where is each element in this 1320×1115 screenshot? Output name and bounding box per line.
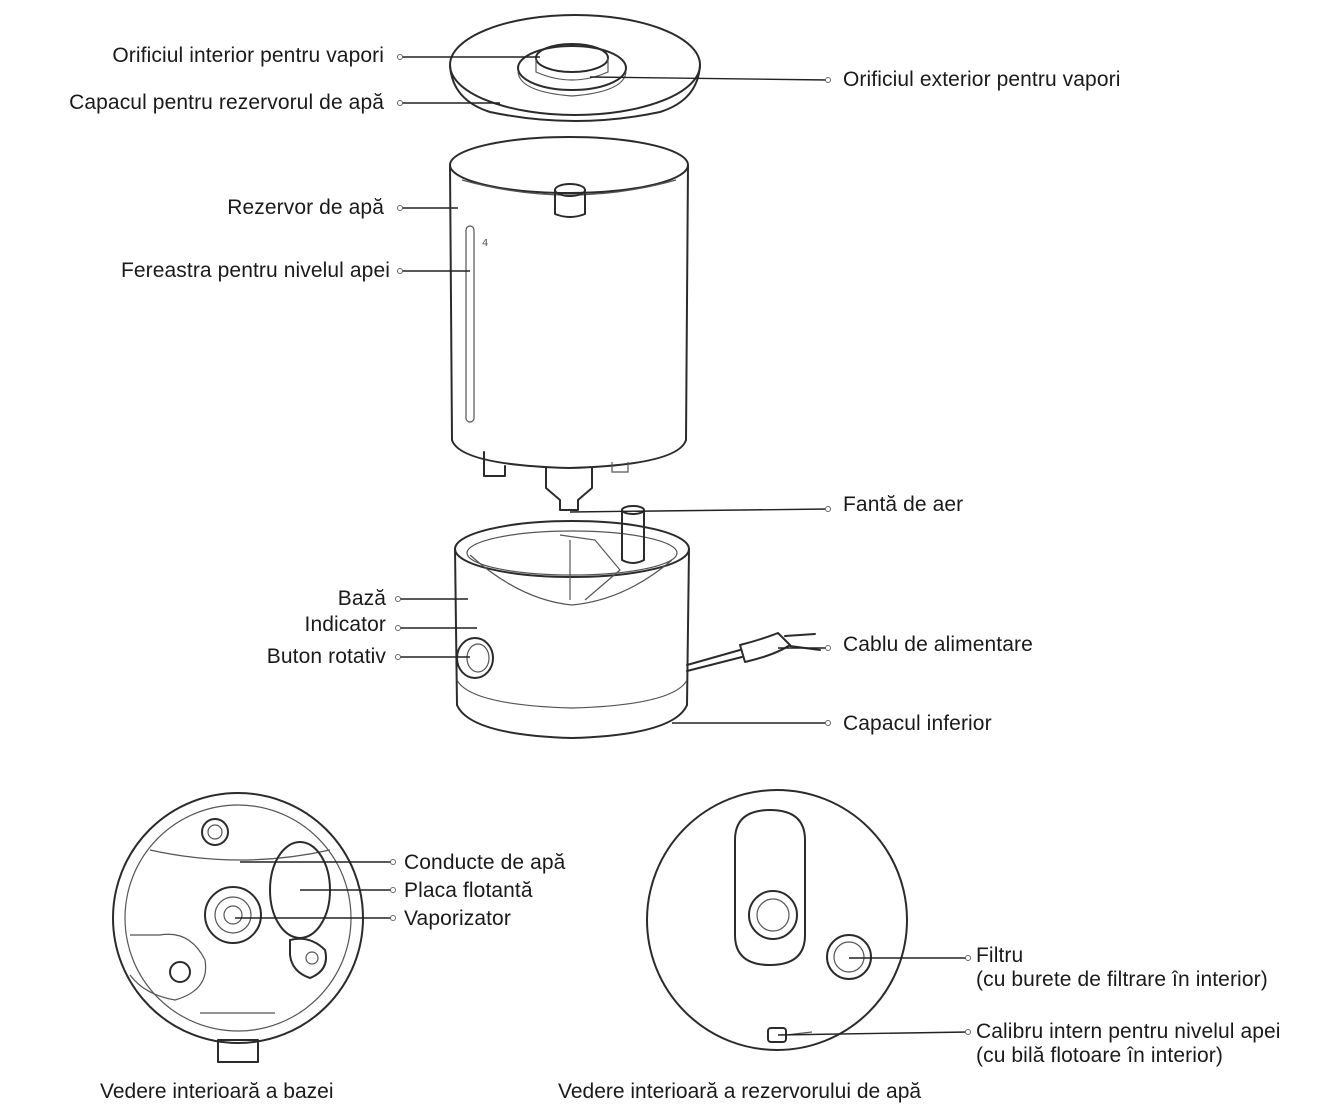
label-tank-cover: Capacul pentru rezervorul de apă: [69, 91, 384, 114]
caption-base-inner-view: Vedere interioară a bazei: [100, 1080, 334, 1103]
label-filter-note: (cu burete de filtrare în interior): [976, 968, 1268, 991]
svg-text:4: 4: [482, 238, 488, 249]
label-level-gauge-note: (cu bilă flotoare în interior): [976, 1044, 1223, 1067]
leader-lines: [235, 54, 971, 1036]
label-bottom-cover: Capacul inferior: [843, 712, 992, 735]
label-rotary-knob: Buton rotativ: [266, 645, 386, 668]
label-inner-vapor-outlet: Orificiul interior pentru vapori: [112, 44, 384, 67]
label-water-level-window: Fereastra pentru nivelul apei: [120, 259, 390, 282]
label-indicator: Indicator: [304, 613, 386, 636]
label-base: Bază: [337, 587, 386, 610]
label-outer-vapor-outlet: Orificiul exterior pentru vapori: [843, 68, 1121, 91]
caption-tank-inner-view: Vedere interioară a rezervorului de apă: [558, 1080, 922, 1103]
label-power-cable: Cablu de alimentare: [843, 633, 1033, 656]
water-tank-drawing: 4: [449, 136, 689, 511]
label-water-pipes: Conducte de apă: [404, 851, 566, 874]
tank-inner-view-drawing: [646, 789, 908, 1051]
label-level-gauge: Calibru intern pentru nivelul apei: [976, 1020, 1281, 1043]
label-filter: Filtru: [976, 944, 1024, 967]
base-drawing: [454, 505, 821, 739]
label-water-tank: Rezervor de apă: [227, 196, 384, 219]
label-air-slot: Fantă de aer: [843, 493, 964, 516]
base-inner-view-drawing: [112, 792, 364, 1063]
label-vaporizer: Vaporizator: [404, 907, 511, 930]
tank-cover-drawing: [449, 14, 701, 122]
label-float-plate: Placa flotantă: [404, 879, 533, 902]
